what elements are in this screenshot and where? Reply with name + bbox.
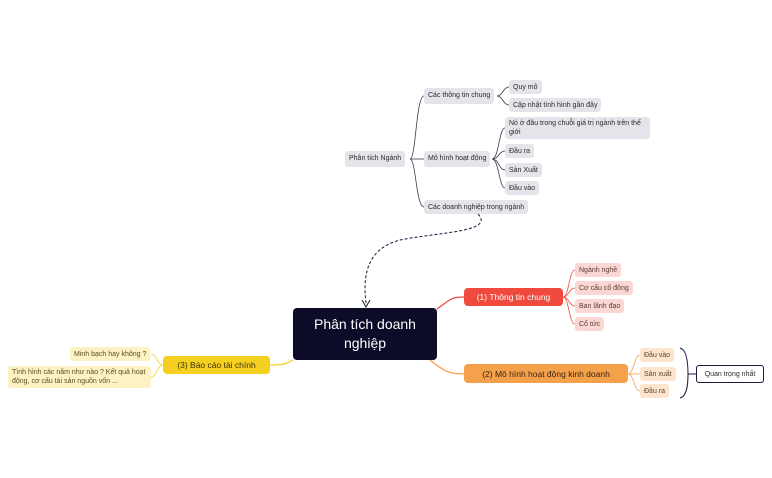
- business-model-child-label: Đầu ra: [644, 388, 666, 395]
- industry-model-child[interactable]: Sản Xuất: [505, 163, 542, 177]
- industry-model-child-label: Đầu ra: [509, 148, 531, 155]
- business-model-child[interactable]: Đầu vào: [640, 348, 675, 362]
- business-model-child-label: Sản xuất: [644, 371, 672, 378]
- branch-business-model[interactable]: (2) Mô hình hoạt động kinh doanh: [464, 364, 628, 383]
- industry-model-child-label: Nó ở đâu trong chuỗi giá trị ngành trên …: [509, 120, 641, 136]
- industry-model-label: Mô hình hoạt động: [428, 155, 487, 162]
- general-info-child[interactable]: Cổ tức: [575, 317, 605, 331]
- industry-general-child[interactable]: Quy mô: [509, 80, 542, 94]
- branch-financial-report-label: (3) Báo cáo tài chính: [177, 360, 256, 370]
- industry-model-child[interactable]: Đầu vào: [505, 181, 540, 195]
- general-info-child-label: Cổ tức: [579, 321, 601, 328]
- financial-report-child-label: Tình hình các năm như nào ? Kết quả hoạt…: [12, 369, 146, 385]
- industry-general-child[interactable]: Cập nhật tình hình gần đây: [509, 98, 602, 112]
- industry-topic[interactable]: Phân tích Ngành: [345, 151, 406, 167]
- branch-general-info[interactable]: (1) Thông tin chung: [464, 288, 563, 306]
- industry-companies-label: Các doanh nghiệp trong ngành: [428, 204, 525, 211]
- industry-model-child[interactable]: Đầu ra: [505, 144, 535, 158]
- general-info-child[interactable]: Ngành nghề: [575, 263, 622, 277]
- branch-general-info-label: (1) Thông tin chung: [476, 292, 551, 302]
- business-model-child[interactable]: Sản xuất: [640, 367, 676, 381]
- business-model-child[interactable]: Đầu ra: [640, 384, 670, 398]
- summary-callout-label: Quan trọng nhất: [704, 370, 756, 378]
- general-info-child-label: Ban lãnh đạo: [579, 303, 621, 310]
- root-topic-label: Phân tích doanh nghiệp: [314, 316, 416, 351]
- financial-report-child-label: Minh bạch hay không ?: [74, 351, 147, 358]
- financial-report-child[interactable]: Tình hình các năm như nào ? Kết quả hoạt…: [8, 366, 151, 388]
- industry-general-topic[interactable]: Các thông tin chung: [424, 88, 495, 104]
- summary-callout[interactable]: Quan trọng nhất: [696, 365, 764, 383]
- general-info-child-label: Ngành nghề: [579, 267, 618, 274]
- industry-model-topic[interactable]: Mô hình hoạt động: [424, 151, 491, 167]
- general-info-child-label: Cơ cấu cổ đông: [579, 285, 629, 292]
- financial-report-child[interactable]: Minh bạch hay không ?: [70, 347, 151, 361]
- industry-companies-topic[interactable]: Các doanh nghiệp trong ngành: [424, 200, 529, 214]
- root-topic[interactable]: Phân tích doanh nghiệp: [293, 308, 437, 360]
- industry-model-child-label: Đầu vào: [509, 185, 536, 192]
- industry-general-label: Các thông tin chung: [428, 92, 491, 99]
- business-model-child-label: Đầu vào: [644, 352, 671, 359]
- industry-general-child-label: Quy mô: [513, 84, 538, 91]
- industry-general-child-label: Cập nhật tình hình gần đây: [513, 102, 598, 109]
- industry-topic-label: Phân tích Ngành: [349, 155, 402, 162]
- industry-model-child-label: Sản Xuất: [509, 167, 538, 174]
- branch-financial-report[interactable]: (3) Báo cáo tài chính: [163, 356, 270, 374]
- branch-business-model-label: (2) Mô hình hoạt động kinh doanh: [482, 368, 610, 379]
- general-info-child[interactable]: Cơ cấu cổ đông: [575, 281, 633, 295]
- general-info-child[interactable]: Ban lãnh đạo: [575, 299, 625, 313]
- industry-model-child[interactable]: Nó ở đâu trong chuỗi giá trị ngành trên …: [505, 117, 650, 139]
